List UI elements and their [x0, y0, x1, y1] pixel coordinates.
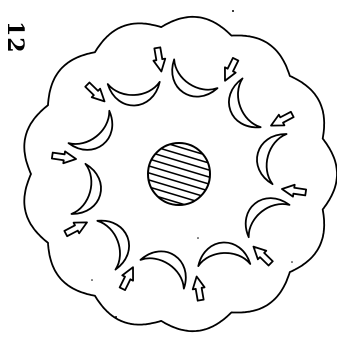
hatch-line — [139, 128, 219, 152]
hatch-line — [139, 191, 219, 215]
hatch-line — [139, 205, 219, 229]
crescent-shape — [141, 241, 197, 289]
arrowhead-shape — [83, 80, 109, 105]
crescent-shape — [69, 111, 124, 161]
crescent-shape — [71, 164, 107, 220]
hatch-line — [139, 170, 219, 194]
crescent-shape — [251, 128, 287, 184]
crescent-shape — [162, 59, 218, 107]
crescent-shape — [97, 213, 136, 270]
hatch-line — [139, 198, 219, 222]
crescent-shape — [221, 78, 260, 135]
arrowhead-shape — [117, 265, 138, 292]
arrowhead-shape — [281, 183, 306, 198]
hatch-line — [139, 114, 219, 138]
hatch-line — [139, 135, 219, 159]
hatch-line — [139, 163, 219, 187]
arrowhead-shape — [51, 150, 76, 165]
arrowhead-shape — [63, 217, 90, 239]
hatch-line — [139, 121, 219, 145]
arrowhead-shape — [191, 275, 207, 301]
arrowhead-shape — [220, 57, 241, 84]
paper-specks — [91, 10, 293, 318]
crescent-shape — [108, 82, 161, 107]
scalloped-border — [24, 17, 337, 331]
crescent-shape — [235, 187, 290, 237]
arrowhead-shape — [268, 109, 295, 131]
crescent-shape — [197, 241, 250, 266]
center-hatching — [139, 114, 219, 229]
arrowhead-shape — [151, 47, 167, 73]
arrowhead-shape — [249, 242, 275, 267]
